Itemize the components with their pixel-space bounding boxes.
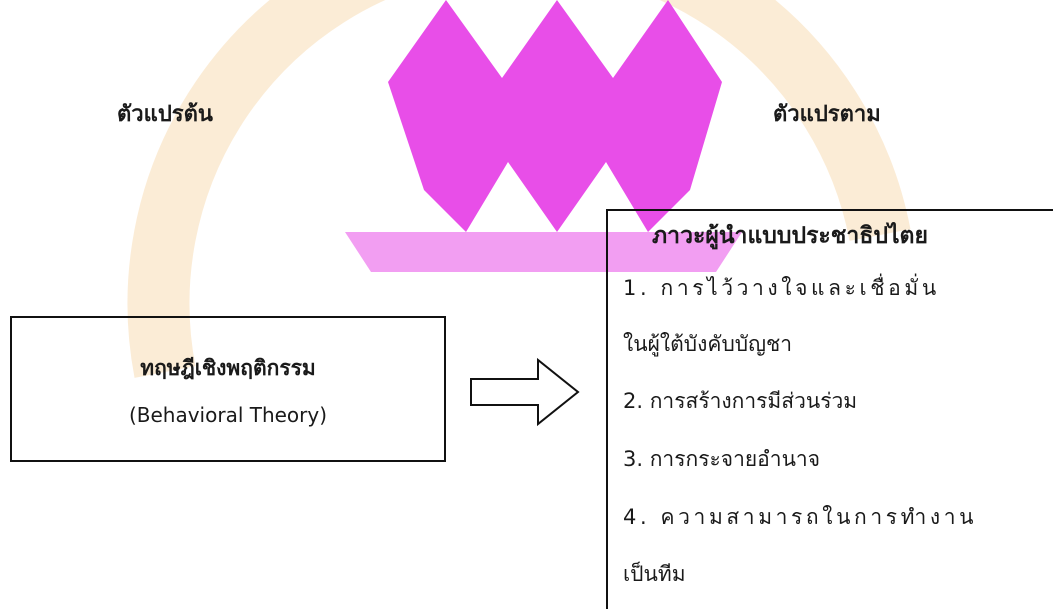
outcome-item: ในผู้ใต้บังคับบัญชา — [623, 332, 793, 356]
dependent-variable-heading: ตัวแปรตาม — [773, 102, 881, 127]
independent-variable-box: ทฤษฎีเชิงพฤติกรรม (Behavioral Theory) — [10, 316, 446, 462]
outcome-item: 4. ความสามารถในการทำงาน — [623, 505, 978, 529]
outcome-item: เป็นทีม — [623, 562, 686, 586]
dependent-variable-box: ภาวะผู้นำแบบประชาธิปไตย 1. การไว้วางใจแล… — [606, 209, 1053, 609]
theory-name-english: (Behavioral Theory) — [128, 403, 328, 427]
theory-name: ทฤษฎีเชิงพฤติกรรม — [140, 356, 316, 380]
independent-variable-heading: ตัวแปรต้น — [117, 102, 213, 127]
outcome-item: 3. การกระจายอำนาจ — [623, 447, 821, 471]
leadership-title: ภาวะผู้นำแบบประชาธิปไตย — [652, 223, 928, 249]
right-arrow-icon — [470, 357, 580, 427]
outcome-item: 2. การสร้างการมีส่วนร่วม — [623, 389, 858, 413]
outcome-item: 1. การไว้วางใจและเชื่อมั่น — [623, 276, 940, 300]
